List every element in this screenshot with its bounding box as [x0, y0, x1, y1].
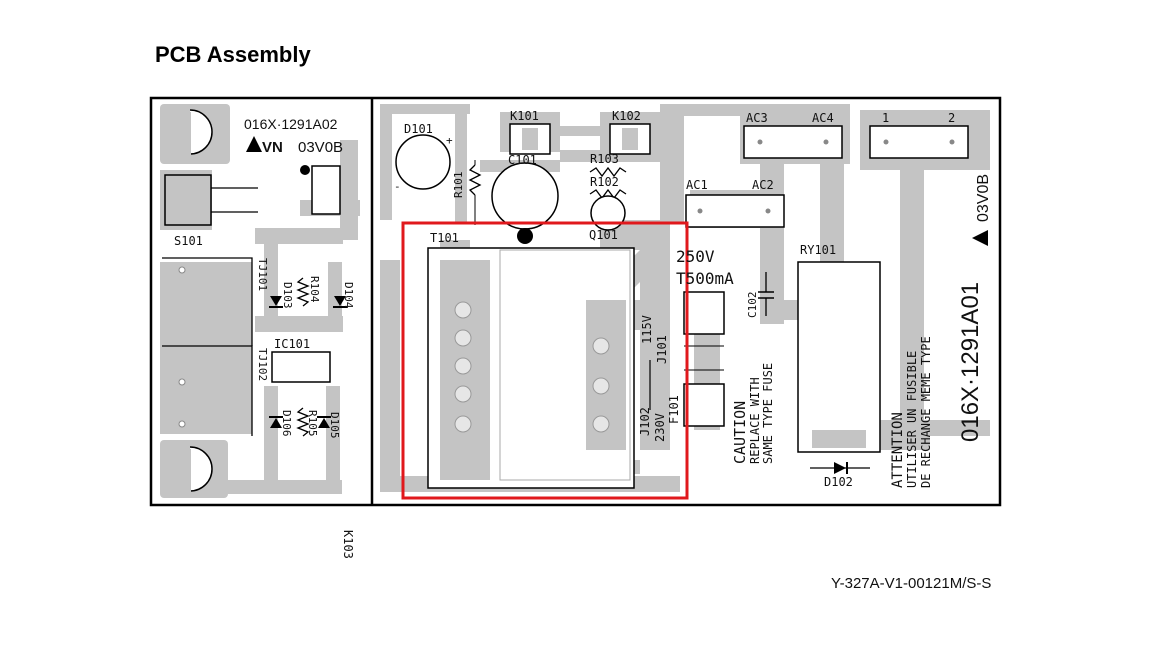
left-revision: 03V0B: [298, 139, 343, 156]
label-c102: C102: [746, 292, 759, 319]
label-q101: Q101: [589, 228, 618, 242]
label-230v: 230V: [653, 413, 667, 442]
label-r102: R102: [590, 175, 619, 189]
caution-line-2: REPLACE WITH: [748, 377, 762, 464]
attention-line-1: ATTENTION: [890, 412, 906, 488]
label-d103: D103: [281, 282, 294, 309]
svg-text:-: -: [394, 180, 401, 193]
page-title: PCB Assembly: [155, 42, 311, 67]
left-board: VN 016X·1291A02 03V0B S101 K103 TJ101 TJ…: [160, 104, 360, 559]
logo-icon: [972, 230, 988, 246]
right-part-number: 016X·1291A01: [957, 282, 984, 442]
k103-component: [311, 165, 341, 215]
label-250v: 250V: [676, 247, 715, 266]
label-k102: K102: [612, 109, 641, 123]
attention-line-3: DE RECHANGE MEME TYPE: [919, 336, 933, 488]
label-115v: 115V: [640, 315, 654, 344]
attention-line-2: UTILISER UN FUSIBLE: [905, 351, 919, 488]
label-k103: K103: [341, 530, 355, 559]
ic101-chip: [271, 351, 331, 383]
ry101-relay: [797, 261, 881, 453]
right-revision: 03V0B: [975, 174, 992, 222]
highlight-box: [401, 221, 689, 500]
label-t500ma: T500mA: [676, 269, 734, 288]
s101-switch: [164, 174, 212, 226]
fuse-clip-top: [683, 291, 725, 335]
c101-capacitor: [491, 162, 559, 230]
label-c101: C101: [508, 153, 537, 167]
document-code: Y-327A-V1-00121M/S-S: [831, 575, 992, 592]
label-d102: D102: [824, 475, 853, 489]
label-d106: D106: [280, 410, 293, 437]
svg-text:+: +: [446, 134, 453, 147]
label-ic101: IC101: [274, 337, 310, 351]
label-ac2: AC2: [752, 178, 774, 192]
label-j102: J102: [638, 407, 652, 436]
label-r104: R104: [308, 276, 321, 303]
label-d101: D101: [404, 122, 433, 136]
label-tj102: TJ102: [256, 348, 269, 381]
left-part-number: 016X·1291A02: [244, 116, 338, 132]
label-j101: J101: [655, 335, 669, 364]
label-d104: D104: [342, 282, 355, 309]
label-ac1: AC1: [686, 178, 708, 192]
label-r105: R105: [306, 410, 319, 437]
q101-transistor: [590, 195, 626, 231]
label-s101: S101: [174, 234, 203, 248]
label-f101: F101: [667, 395, 681, 424]
label-t101: T101: [430, 231, 459, 245]
d101-capacitor: [395, 134, 451, 190]
label-r103: R103: [590, 152, 619, 166]
fuse-clip-bottom: [683, 383, 725, 427]
label-r101: R101: [452, 172, 465, 199]
caution-line-3: SAME TYPE FUSE: [761, 363, 775, 464]
label-d105: D105: [328, 412, 341, 439]
caution-line-1: CAUTION: [731, 401, 749, 464]
left-diodes: [269, 296, 347, 428]
label-k101: K101: [510, 109, 539, 123]
label-ry101: RY101: [800, 243, 836, 257]
svg-text:VN: VN: [262, 139, 283, 156]
t101-pins: [454, 301, 610, 433]
label-ac4: AC4: [812, 111, 834, 125]
label-pin-2: 2: [948, 111, 955, 125]
label-pin-1: 1: [882, 111, 889, 125]
right-board: + -: [380, 104, 992, 500]
label-ac3: AC3: [746, 111, 768, 125]
label-tj101: TJ101: [256, 258, 269, 291]
